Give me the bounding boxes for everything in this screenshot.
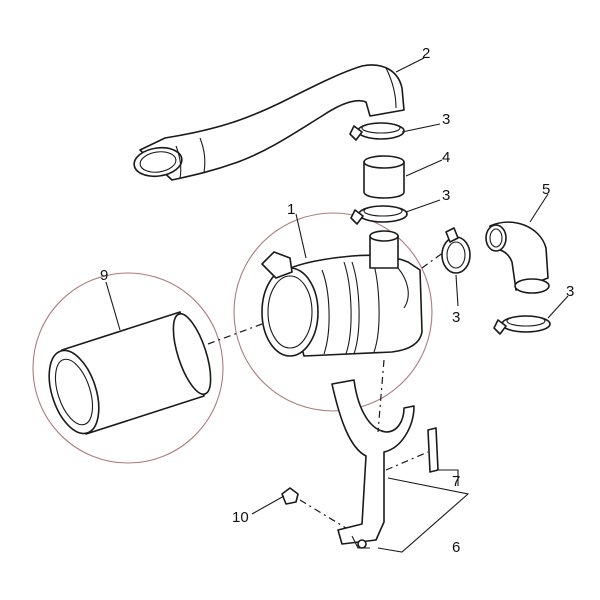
hose-clamp-right	[441, 227, 471, 274]
callout-5: 5	[542, 181, 550, 198]
intake-hose	[133, 64, 405, 181]
callout-4: 4	[442, 149, 450, 166]
callout-3-lower: 3	[566, 283, 574, 300]
callout-6: 6	[452, 539, 460, 556]
callout-1: 1	[287, 201, 295, 218]
outlet-elbow	[485, 221, 550, 294]
highlight-circle-filter-element	[32, 272, 224, 464]
assembly-centerlines	[207, 251, 445, 529]
callout-3-right: 3	[452, 309, 460, 326]
air-cleaner-housing	[261, 230, 423, 357]
leader-lines	[105, 57, 569, 553]
hose-clamp-middle	[350, 205, 408, 225]
mounting-bolt	[281, 487, 299, 505]
connector-sleeve	[363, 155, 405, 199]
highlight-circle-air-cleaner	[233, 212, 433, 412]
callout-3-upper: 3	[442, 111, 450, 128]
callout-3-middle: 3	[442, 187, 450, 204]
mounting-bracket	[331, 379, 439, 549]
callout-2: 2	[422, 45, 430, 62]
hose-clamp-upper	[349, 122, 405, 141]
callout-7: 7	[452, 473, 460, 490]
callout-9: 9	[100, 267, 108, 284]
filter-element	[48, 311, 212, 435]
hose-clamp-lower	[493, 315, 551, 335]
callout-10: 10	[232, 509, 249, 526]
